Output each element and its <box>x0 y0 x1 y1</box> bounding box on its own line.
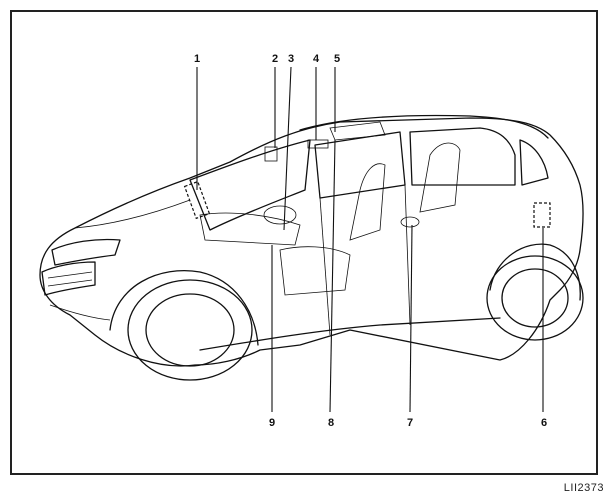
callout-8: 8 <box>328 417 334 429</box>
callout-2: 2 <box>272 53 278 65</box>
figure-reference-code: LII2373 <box>563 482 604 494</box>
callout-5: 5 <box>334 53 340 65</box>
component-marker-6 <box>533 202 551 228</box>
car-outline <box>39 114 584 381</box>
callout-4: 4 <box>313 53 320 65</box>
callout-9: 9 <box>269 417 275 429</box>
callout-7: 7 <box>407 417 413 429</box>
component-marker-1 <box>183 180 211 220</box>
figure-frame <box>10 10 598 475</box>
callout-6: 6 <box>541 417 547 429</box>
component-marker-4 <box>307 139 329 149</box>
component-marker-2 <box>264 146 278 162</box>
callout-3: 3 <box>288 53 294 65</box>
callout-1: 1 <box>194 53 200 65</box>
component-marker-7 <box>400 216 420 228</box>
leader-lines <box>196 66 544 413</box>
